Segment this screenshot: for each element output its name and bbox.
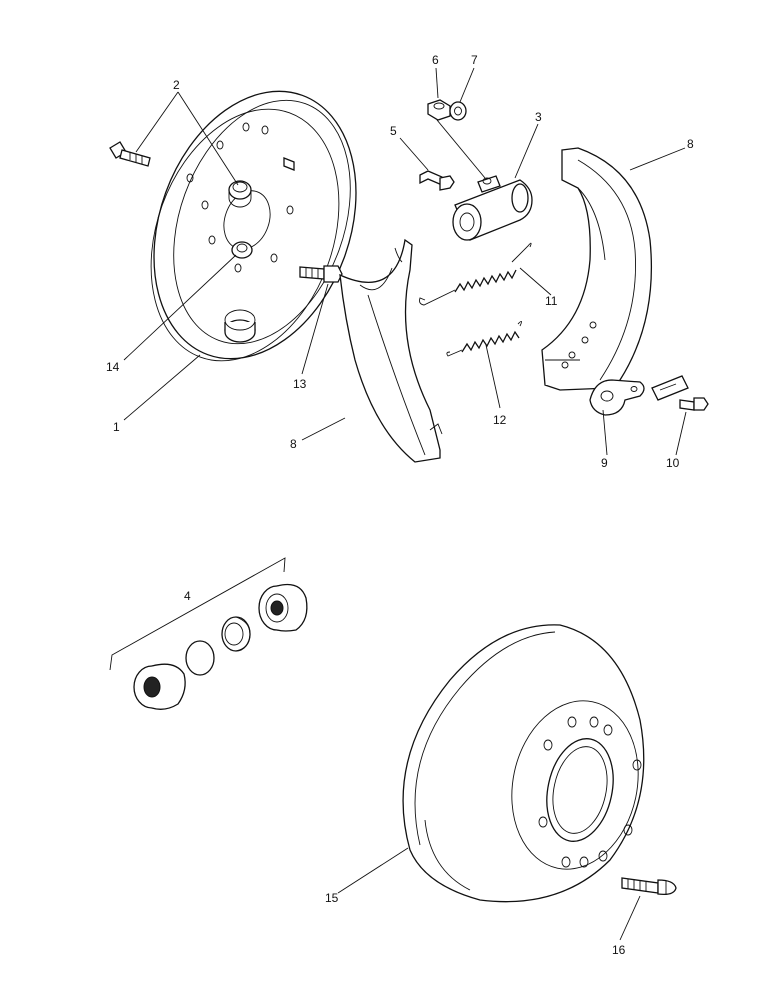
callout-14: 14 — [106, 360, 120, 374]
brake-drum — [402, 624, 645, 903]
cup-seal — [221, 616, 251, 652]
callout-8-right: 8 — [687, 137, 694, 151]
back-plate — [150, 90, 357, 362]
callout-3: 3 — [535, 110, 542, 124]
callout-10: 10 — [666, 456, 680, 470]
callout-5: 5 — [390, 124, 397, 138]
adjuster-nut — [231, 241, 253, 259]
spring-lower — [446, 321, 523, 357]
callout-9: 9 — [601, 456, 608, 470]
bleed-screw — [419, 170, 455, 191]
callout-6: 6 — [432, 53, 439, 67]
brake-shoe-left — [339, 238, 443, 463]
brake-shoe-right — [541, 147, 653, 391]
adjuster-cam — [228, 180, 252, 208]
wheel-cylinder — [452, 175, 533, 241]
dust-boot — [133, 663, 186, 710]
drum-screw — [621, 877, 677, 896]
callout-labels: 1 2 3 4 5 6 7 8 8 9 10 11 12 13 14 15 16 — [106, 53, 694, 957]
callout-7: 7 — [471, 53, 478, 67]
callout-15: 15 — [325, 891, 339, 905]
nut-6 — [427, 99, 451, 121]
repair-kit — [109, 557, 308, 710]
callout-1: 1 — [113, 420, 120, 434]
bolt-2 — [109, 141, 151, 167]
callout-11: 11 — [545, 294, 558, 308]
callout-13: 13 — [293, 377, 307, 391]
anchor-boss — [224, 309, 256, 343]
dust-boot-2 — [258, 583, 308, 632]
callout-2: 2 — [173, 78, 180, 92]
callout-12: 12 — [493, 413, 507, 427]
callout-4: 4 — [184, 589, 191, 603]
back-plate-holes — [186, 122, 294, 273]
piston — [185, 640, 215, 676]
drum-holes — [538, 716, 642, 868]
adjuster-plate — [589, 379, 645, 416]
spring-upper — [419, 242, 532, 306]
lock-plate-and-bolt — [651, 375, 709, 411]
washer-7 — [449, 101, 467, 121]
bolt-13 — [299, 265, 343, 283]
callout-16: 16 — [612, 943, 626, 957]
callout-8-left: 8 — [290, 437, 297, 451]
leader-lines — [123, 67, 687, 941]
